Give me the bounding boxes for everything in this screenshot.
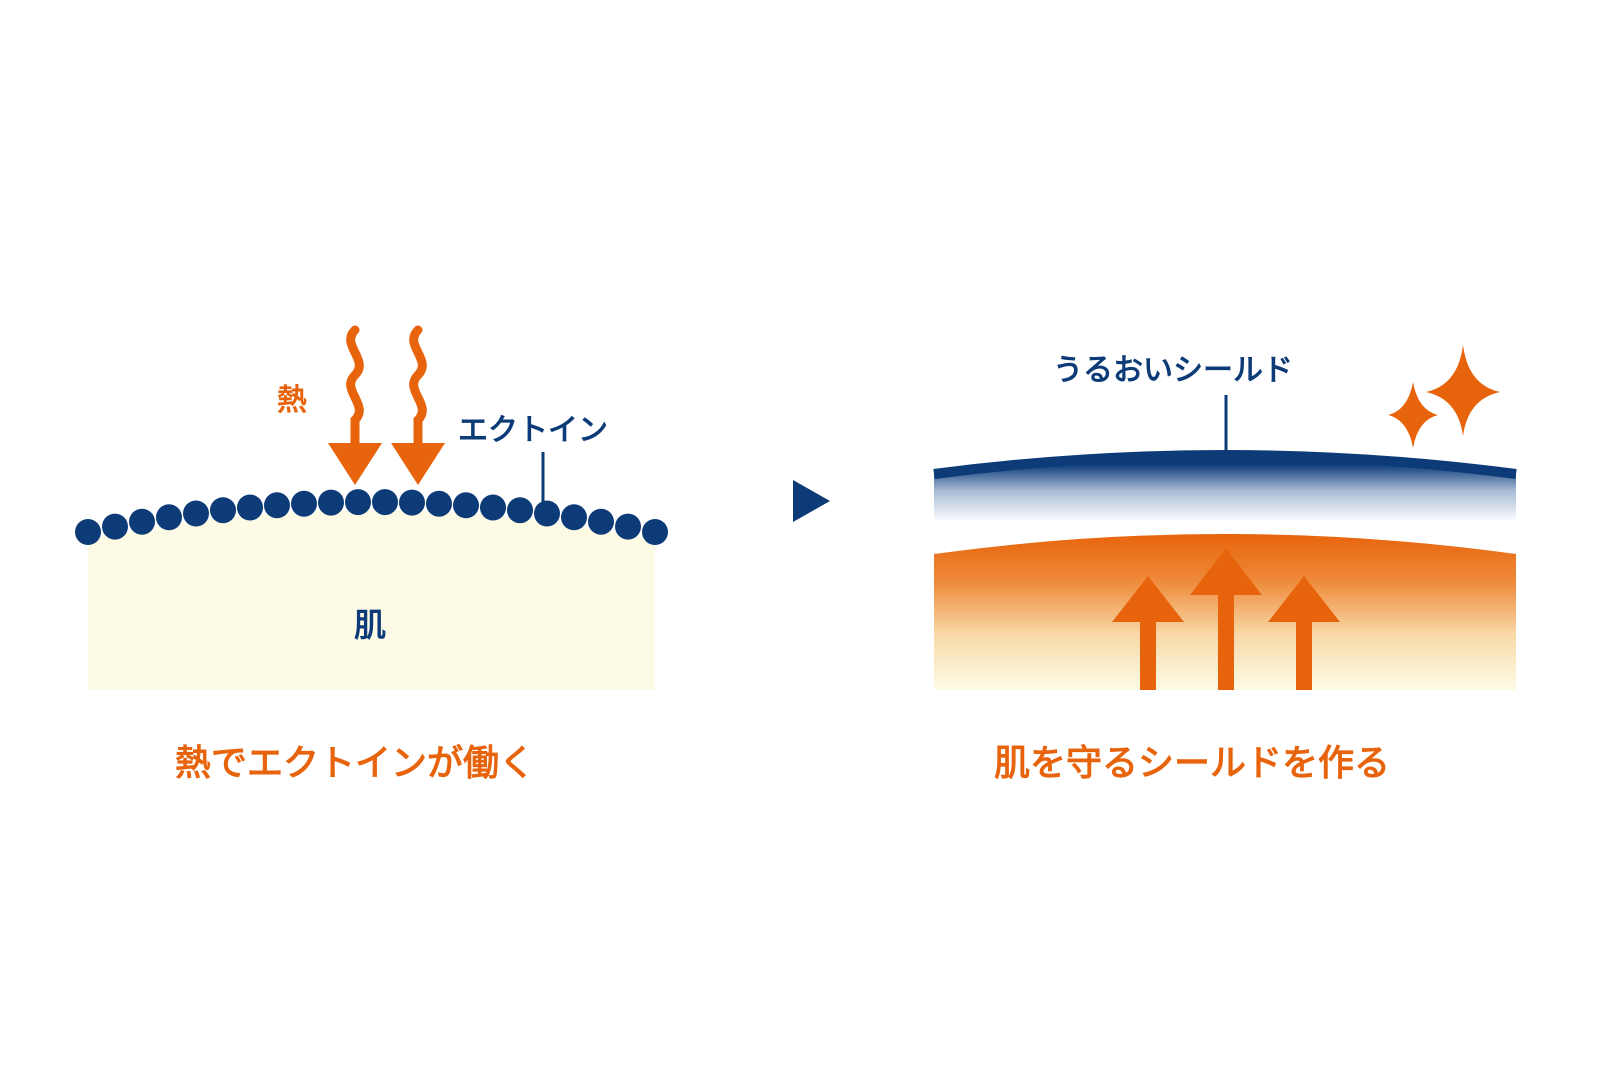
ectoine-bead xyxy=(237,494,263,521)
ectoine-bead xyxy=(210,497,236,524)
ectoine-bead xyxy=(75,519,101,545)
ectoine-bead xyxy=(507,497,533,524)
ectoine-bead xyxy=(588,508,614,535)
sparkle-icon xyxy=(1388,382,1438,448)
skin-area xyxy=(88,510,655,690)
shield-edge xyxy=(933,450,1517,479)
ectoine-label: エクトイン xyxy=(458,413,608,448)
ectoine-bead xyxy=(480,494,506,521)
heat-arrowhead xyxy=(391,443,445,485)
right-caption: 肌を守るシールドを作る xyxy=(994,743,1391,784)
heat-arrowhead xyxy=(328,443,382,485)
ectoine-bead xyxy=(534,500,560,527)
ectoine-bead xyxy=(129,508,155,535)
play-triangle-icon xyxy=(793,480,830,522)
ectoine-bead xyxy=(642,519,668,545)
ectoine-bead xyxy=(183,500,209,527)
ectoine-bead xyxy=(615,513,641,540)
ectoine-bead xyxy=(291,490,317,517)
ectoine-bead xyxy=(102,513,128,540)
arrow-up-icon xyxy=(1112,548,1340,690)
sparkle-icon xyxy=(1426,345,1500,436)
ectoine-bead xyxy=(561,504,587,531)
ectoine-bead xyxy=(345,489,371,516)
ectoine-bead xyxy=(264,492,290,519)
left-caption: 熱でエクトインが働く xyxy=(175,743,536,784)
right-panel xyxy=(933,345,1517,690)
shield-label: うるおいシールド xyxy=(1053,353,1293,388)
ectoine-bead xyxy=(426,490,452,517)
ectoine-bead xyxy=(372,489,398,516)
heat-label: 熱 xyxy=(277,383,307,418)
wavy-arrow-down-icon xyxy=(346,325,427,450)
ectoine-bead-chain xyxy=(75,489,668,545)
left-panel xyxy=(75,325,668,690)
moisture-shield xyxy=(934,451,1516,540)
ectoine-bead xyxy=(399,489,425,516)
ectoine-bead xyxy=(318,489,344,516)
ectoine-bead xyxy=(156,504,182,531)
skin-label: 肌 xyxy=(354,606,387,644)
ectoine-bead xyxy=(453,492,479,519)
